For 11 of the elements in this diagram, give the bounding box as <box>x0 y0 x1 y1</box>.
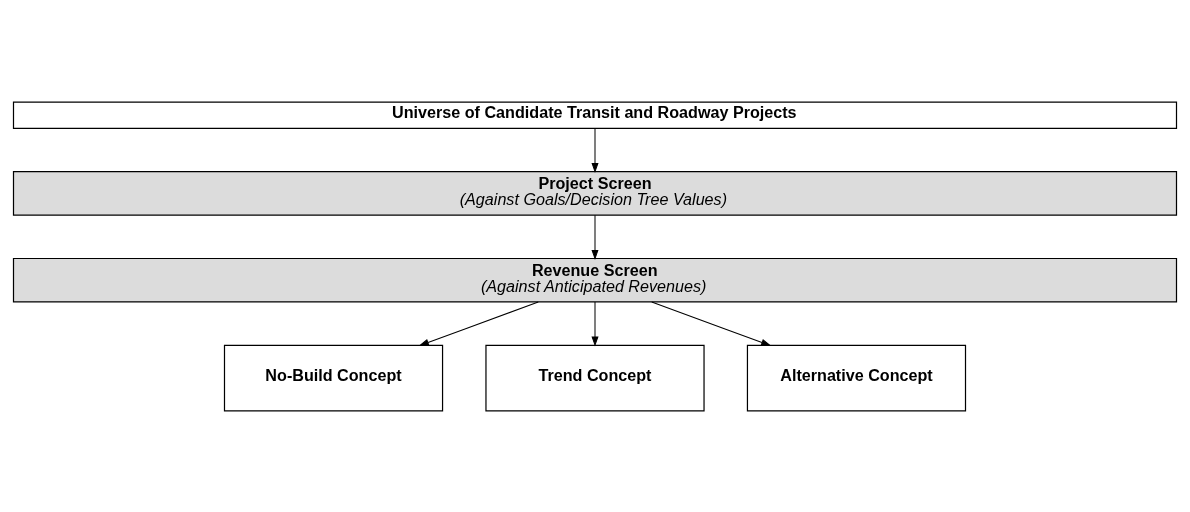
arrow <box>591 301 599 347</box>
arrow <box>591 127 599 173</box>
arrow <box>418 301 539 346</box>
arrow <box>651 301 772 346</box>
node-box: Trend Concept <box>485 344 705 412</box>
arrow <box>591 214 599 260</box>
node-box: Alternative Concept <box>746 344 967 412</box>
node-box: Project Screen (Against Goals/Decision Tree Values) <box>12 170 1178 216</box>
node-box: Universe of Candidate Transit and Roadway Projects <box>12 100 1178 129</box>
node-box: No-Build Concept <box>223 344 444 412</box>
node-box: Revenue Screen (Against Anticipated Revenues) <box>12 257 1178 303</box>
